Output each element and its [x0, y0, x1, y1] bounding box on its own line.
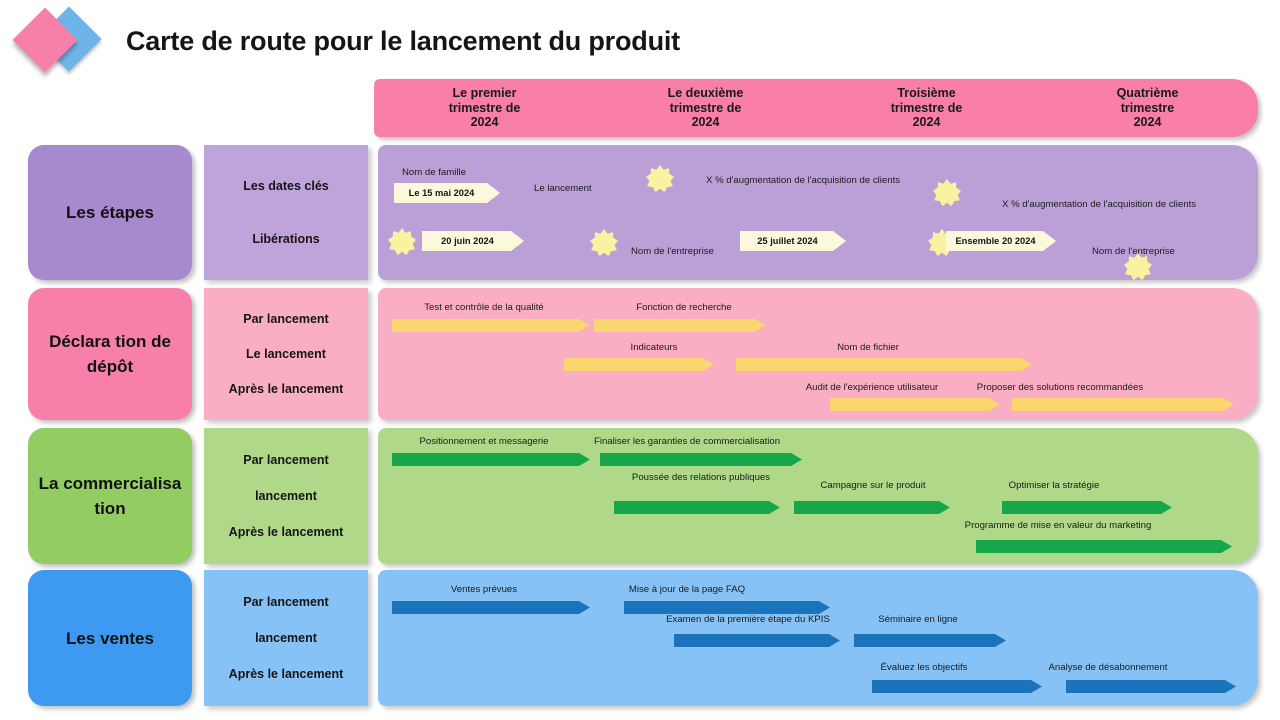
milestone-chevron-2[interactable]: 20 juin 2024 — [422, 231, 524, 251]
lane-title-declaration[interactable]: Déclara tion de dépôt — [28, 288, 192, 420]
bar-label-d5: Proposer des solutions recommandées — [976, 382, 1144, 393]
quarter-q3-line2: trimestre de — [890, 100, 963, 115]
quarter-q1: Le premier trimestre de 2024 — [374, 79, 595, 137]
bar-c2[interactable] — [614, 501, 780, 514]
bar-c0[interactable] — [392, 453, 590, 466]
lane-title-ventes[interactable]: Les ventes — [28, 570, 192, 706]
page-header: Carte de route pour le lancement du prod… — [0, 0, 1280, 76]
bar-d0[interactable] — [392, 319, 590, 332]
bar-v2[interactable] — [674, 634, 840, 647]
lane-sub-ventes-item-0: Par lancement — [243, 595, 329, 609]
bar-label-c2: Poussée des relations publiques — [631, 472, 771, 483]
lane-body-ventes: Ventes prévues Mise à jour de la page FA… — [378, 570, 1258, 706]
lane-sub-declaration-item-0: Par lancement — [243, 312, 329, 327]
quarter-q2: Le deuxième trimestre de 2024 — [595, 79, 816, 137]
bar-label-d2: Indicateurs — [630, 342, 678, 353]
milestone-chevron-0[interactable]: Le 15 mai 2024 — [394, 183, 500, 203]
bar-v5[interactable] — [1066, 680, 1236, 693]
milestone-label-4: X % d'augmentation de l'acquisition de c… — [706, 175, 901, 186]
quarter-q3-line3: 2024 — [912, 115, 941, 130]
bar-c3[interactable] — [794, 501, 950, 514]
bar-v0[interactable] — [392, 601, 590, 614]
star-icon-0 — [646, 165, 674, 193]
quarter-q2-line2: trimestre de — [669, 100, 742, 115]
lane-sub-commercialisation-item-0: Par lancement — [243, 453, 329, 467]
bar-label-c0: Positionnement et messagerie — [419, 436, 549, 447]
quarter-header-bar: Le premier trimestre de 2024 Le deuxième… — [374, 79, 1258, 137]
lane-sub-declaration-item-1: Le lancement — [246, 346, 326, 361]
lane-title-etapes-label: Les étapes — [66, 203, 154, 222]
star-icon-1 — [933, 179, 961, 207]
star-icon-3 — [590, 229, 618, 257]
logo — [12, 6, 104, 73]
milestone-chevron-5[interactable]: 25 juillet 2024 — [740, 231, 846, 251]
lane-sub-declaration-item-2: Après le lancement — [228, 381, 344, 396]
lane-body-etapes: Nom de famille Le 15 mai 2024 Le lanceme… — [378, 145, 1258, 281]
lane-sub-ventes[interactable]: Par lancement lancement Après le lanceme… — [204, 570, 368, 706]
milestone-label-3: Nom de l'entreprise — [631, 246, 714, 257]
lane-title-etapes[interactable]: Les étapes — [28, 145, 192, 280]
star-icon-5 — [1124, 253, 1152, 281]
milestone-label-7: X % d'augmentation de l'acquisition de c… — [1002, 199, 1197, 210]
bar-d5[interactable] — [1012, 398, 1234, 411]
bar-label-d3: Nom de fichier — [837, 342, 899, 353]
lane-body-commercialisation: Positionnement et messagerie Finaliser l… — [378, 428, 1258, 564]
quarter-q4-line2: trimestre — [1120, 100, 1175, 115]
bar-v1[interactable] — [624, 601, 830, 614]
quarter-q1-line2: trimestre de — [448, 100, 521, 115]
bar-c5[interactable] — [976, 540, 1232, 553]
bar-d2[interactable] — [564, 358, 714, 371]
quarter-q2-line3: 2024 — [691, 115, 720, 130]
bar-d3[interactable] — [736, 358, 1032, 371]
lane-sub-declaration[interactable]: Par lancement Le lancement Après le lanc… — [204, 288, 368, 420]
quarter-q1-line3: 2024 — [470, 115, 499, 130]
quarter-q4-line3: 2024 — [1133, 115, 1162, 130]
bar-label-v4: Évaluez les objectifs — [880, 662, 968, 673]
star-icon-2 — [388, 228, 416, 256]
lane-sub-commercialisation[interactable]: Par lancement lancement Après le lanceme… — [204, 428, 368, 564]
milestone-label-8: Nom de l'entreprise — [1092, 246, 1175, 257]
lane-title-commercialisation-label: La commercialisa tion — [38, 474, 182, 518]
milestone-label-0: Nom de famille — [402, 167, 466, 178]
bar-label-v1: Mise à jour de la page FAQ — [628, 584, 746, 595]
bar-v4[interactable] — [872, 680, 1042, 693]
quarter-q4: Quatrième trimestre 2024 — [1037, 79, 1258, 137]
quarter-q2-line1: Le deuxième — [667, 86, 744, 101]
lane-sub-ventes-item-2: Après le lancement — [228, 667, 344, 681]
bar-label-c4: Optimiser la stratégie — [1008, 480, 1100, 491]
bar-label-c1: Finaliser les garanties de commercialisa… — [593, 436, 781, 447]
lane-sub-etapes[interactable]: Les dates clés Libérations — [204, 145, 368, 280]
lane-sub-etapes-item-0: Les dates clés — [243, 178, 329, 193]
milestone-chevron-6[interactable]: Ensemble 20 2024 — [946, 231, 1056, 251]
lane-title-declaration-label: Déclara tion de dépôt — [49, 332, 171, 376]
lane-sub-etapes-item-1: Libérations — [252, 232, 320, 247]
bar-d1[interactable] — [594, 319, 766, 332]
lane-sub-commercialisation-item-2: Après le lancement — [228, 525, 344, 539]
lane-sub-ventes-item-1: lancement — [255, 631, 317, 645]
lane-body-declaration: Test et contrôle de la qualité Fonction … — [378, 288, 1258, 420]
milestone-label-1: Le lancement — [534, 183, 592, 194]
lane-title-ventes-label: Les ventes — [66, 628, 154, 648]
page-title: Carte de route pour le lancement du prod… — [126, 26, 680, 56]
bar-c4[interactable] — [1002, 501, 1172, 514]
bar-label-v3: Séminaire en ligne — [878, 614, 958, 625]
bar-label-c5: Programme de mise en valeur du marketing — [964, 520, 1152, 531]
quarter-q3-line1: Troisième — [897, 86, 956, 101]
lane-sub-commercialisation-item-1: lancement — [255, 489, 317, 503]
quarter-q1-line1: Le premier — [452, 86, 517, 101]
bar-label-v0: Ventes prévues — [450, 584, 518, 595]
bar-v3[interactable] — [854, 634, 1006, 647]
quarter-q3: Troisième trimestre de 2024 — [816, 79, 1037, 137]
bar-label-d0: Test et contrôle de la qualité — [424, 302, 544, 313]
lane-title-commercialisation[interactable]: La commercialisa tion — [28, 428, 192, 564]
bar-d4[interactable] — [830, 398, 1000, 411]
quarter-q4-line1: Quatrième — [1116, 86, 1179, 101]
bar-label-v2: Examen de la première étape du KPIS — [666, 614, 830, 625]
bar-label-d1: Fonction de recherche — [636, 302, 732, 313]
bar-label-c3: Campagne sur le produit — [820, 480, 926, 491]
bar-label-d4: Audit de l'expérience utilisateur — [805, 382, 939, 393]
bar-c1[interactable] — [600, 453, 802, 466]
bar-label-v5: Analyse de désabonnement — [1048, 662, 1168, 673]
